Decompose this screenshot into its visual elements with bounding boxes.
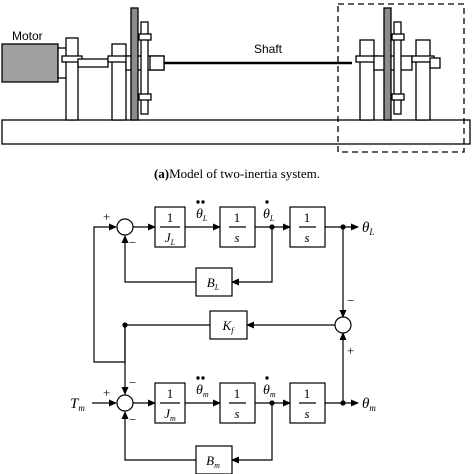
motor-damping-label: Bm	[206, 453, 220, 470]
load-vel-label: θL	[263, 207, 275, 223]
junction-stiffness	[122, 322, 128, 328]
motor-accel-label: θm	[196, 383, 209, 399]
signal-labels: θL θL θL θm θm θm Tm	[70, 207, 376, 413]
load-inertia-den: JL	[165, 230, 176, 247]
left-bolt-bottom	[138, 93, 152, 101]
load-sum-minus: −	[129, 235, 136, 250]
load-int1-den: s	[234, 230, 239, 245]
right-bolt-bottom	[391, 93, 405, 101]
block-load-damping	[195, 267, 233, 297]
left-plate	[140, 21, 149, 115]
sum-signs: + − − + + − −	[103, 209, 354, 427]
motor-int1-num: 1	[234, 386, 241, 401]
right-disk	[383, 7, 392, 121]
dot-motor-vel	[265, 376, 269, 380]
motor-inertia-den: Jm	[164, 406, 176, 423]
wire-load-damping-out	[121, 235, 196, 283]
left-disk	[130, 7, 139, 121]
right-support-1	[359, 39, 375, 121]
support-2	[111, 43, 127, 121]
mechanical-model	[1, 3, 471, 153]
load-highlight-box	[337, 3, 465, 153]
block-stiffness	[209, 310, 248, 340]
base-plate	[1, 119, 471, 145]
sum-load	[116, 218, 134, 236]
junction-motor-angle	[340, 400, 346, 406]
torque-input-label: Tm	[70, 396, 85, 413]
load-inertia-num: 1	[167, 210, 174, 225]
right-support-2	[415, 39, 431, 121]
dot-load-accel-1	[196, 200, 200, 204]
load-damping-label: BL	[207, 275, 220, 292]
coupling-sum-plus: +	[347, 343, 354, 358]
motor-body	[1, 43, 59, 83]
right-plate	[393, 21, 402, 115]
motor-sum-minus-bottom: −	[129, 412, 136, 427]
dot-load-accel-2	[201, 200, 205, 204]
figure-caption: (a)Model of two-inertia system.	[154, 166, 320, 181]
load-int2-den: s	[304, 230, 309, 245]
motor-sum-minus-top: −	[129, 375, 136, 390]
wire-motor-damping-out	[121, 411, 196, 461]
sum-coupling	[334, 316, 352, 334]
load-accel-label: θL	[196, 207, 208, 223]
coupling-left	[77, 58, 109, 68]
wire-load-damping-in	[231, 227, 273, 286]
motor-label: Motor	[12, 29, 43, 43]
dot-motor-accel-2	[201, 376, 205, 380]
dot-load-vel	[265, 200, 269, 204]
load-output-label: θL	[362, 220, 374, 237]
load-int2-num: 1	[304, 210, 311, 225]
block-diagram	[92, 200, 359, 474]
motor-sum-plus: +	[103, 385, 110, 400]
motor-inertia-num: 1	[167, 386, 174, 401]
junction-load-velocity	[269, 224, 275, 230]
load-int1-num: 1	[234, 210, 241, 225]
load-sum-plus: +	[103, 209, 110, 224]
junction-load-angle	[340, 224, 346, 230]
stiffness-label: Kf	[222, 318, 236, 335]
sum-motor	[116, 394, 134, 412]
junction-motor-velocity	[269, 400, 275, 406]
motor-int1-den: s	[234, 406, 239, 421]
support-1	[65, 37, 79, 121]
block-motor-damping	[195, 445, 233, 474]
right-end-nut	[429, 57, 441, 69]
motor-int2-den: s	[304, 406, 309, 421]
left-bolt-top	[138, 33, 152, 41]
shaft-label: Shaft	[254, 42, 283, 56]
coupling-sum-minus: −	[347, 293, 354, 308]
motor-output-label: θm	[362, 396, 376, 413]
wire-stiffness-to-load-sum	[93, 223, 126, 363]
block-labels: 1 JL 1 s 1 s BL Kf 1 Jm 1 s 1 s Bm	[164, 210, 310, 470]
dot-motor-accel-1	[196, 376, 200, 380]
wire-motor-damping-in	[231, 403, 273, 464]
left-collar	[149, 55, 165, 71]
right-bolt-top	[391, 33, 405, 41]
motor-int2-num: 1	[304, 386, 311, 401]
motor-vel-label: θm	[263, 383, 276, 399]
right-hub	[373, 55, 413, 71]
